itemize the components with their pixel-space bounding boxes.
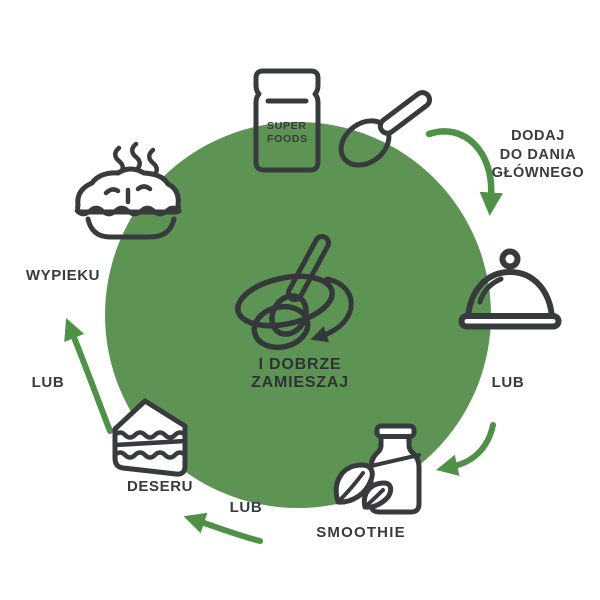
- arrow-to-main-dish: [425, 128, 503, 216]
- or-label-left: LUB: [31, 374, 65, 391]
- or-label-right: LUB: [491, 374, 525, 391]
- arrow-to-smoothie: [436, 422, 496, 476]
- smoothie-bottle-icon: [333, 423, 422, 515]
- superfoods-jar-icon: [253, 68, 321, 173]
- spoon-icon: [338, 90, 433, 168]
- arrow-to-dessert: [183, 512, 263, 544]
- pie-icon: [74, 141, 182, 240]
- jar-label: SUPER FOODS: [267, 120, 308, 146]
- main-dish-line3: GŁÓWNEGO: [491, 165, 585, 181]
- cloche-icon: [458, 248, 562, 330]
- center-caption: I DOBRZE ZAMIESZAJ: [251, 356, 349, 391]
- main-dish-label: DODAJ DO DANIA GŁÓWNEGO: [486, 127, 590, 183]
- jar-label-line1: SUPER: [267, 120, 307, 132]
- or-label-bottom: LUB: [229, 499, 263, 516]
- main-dish-line2: DO DANIA: [499, 146, 577, 163]
- smoothie-label: SMOOTHIE: [316, 524, 406, 541]
- stir-bowl-icon: [235, 234, 354, 351]
- arrow-to-baking: [64, 317, 113, 434]
- main-dish-line1: DODAJ: [511, 128, 565, 144]
- jar-label-line2: FOODS: [267, 133, 308, 145]
- baking-label: WYPIEKU: [25, 267, 101, 284]
- cake-slice-icon: [112, 398, 188, 477]
- dessert-label: DESERU: [127, 478, 194, 495]
